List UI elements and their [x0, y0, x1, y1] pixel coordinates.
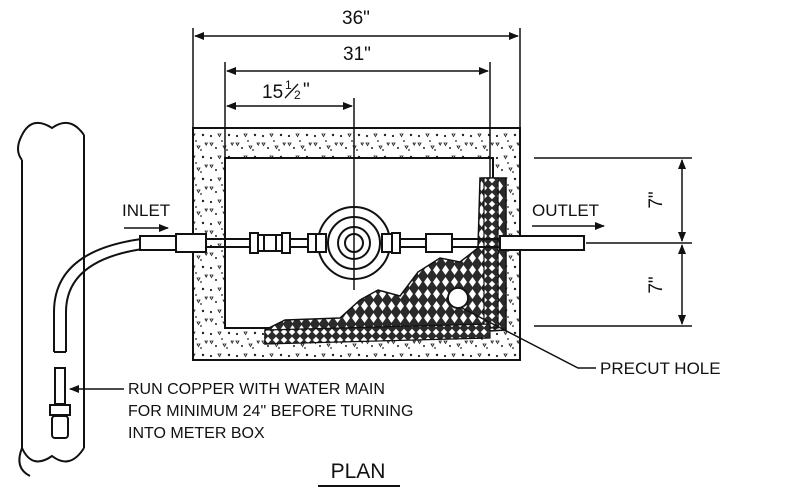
cutaway-liner [264, 177, 507, 345]
plan-title: PLAN [331, 460, 386, 483]
water-main [17, 121, 85, 477]
dimension-center-inch: " [303, 80, 310, 101]
dimension-center-fraction-den: 2 [294, 88, 301, 102]
dimension-lines [192, 28, 692, 327]
dimension-center-fraction-num: 1 [285, 78, 292, 92]
dimension-upper-vertical: 7" [646, 191, 667, 208]
note-line-3: INTO METER BOX [128, 425, 265, 442]
precut-hole-leader [461, 307, 596, 369]
dimension-center-offset: 15 1 2 " [262, 78, 310, 103]
note-line-1: RUN COPPER WITH WATER MAIN [128, 381, 385, 398]
note-line-2: FOR MINIMUM 24" BEFORE TURNING [128, 403, 413, 420]
outlet-label: OUTLET [532, 201, 599, 220]
dimension-inner-width: 31" [343, 44, 371, 65]
dimension-center-whole: 15 [262, 82, 283, 103]
dimension-lower-vertical: 7" [646, 276, 667, 293]
inlet-label: INLET [122, 201, 170, 220]
dimension-overall-width: 36" [342, 8, 370, 29]
precut-hole-label: PRECUT HOLE [600, 359, 721, 378]
precut-hole-circle [447, 287, 469, 309]
